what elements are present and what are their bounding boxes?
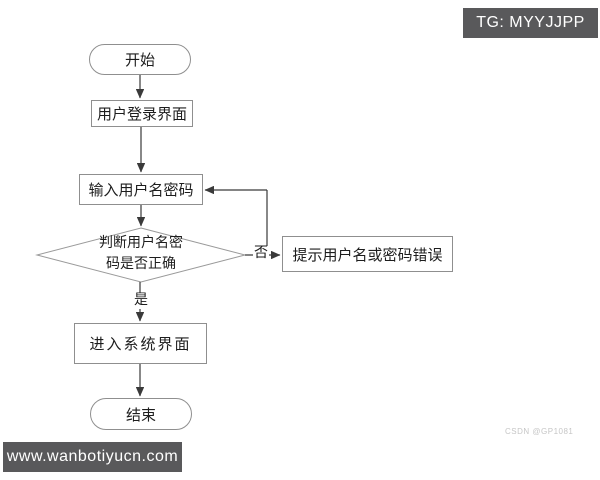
edge-label-no: 否 [253, 246, 269, 262]
end-node: 结束 [90, 398, 192, 430]
edge-label-yes: 是 [133, 293, 149, 309]
error-prompt-label: 提示用户名或密码错误 [292, 247, 443, 264]
login-screen-label: 用户登录界面 [96, 107, 187, 123]
end-node-label: 结束 [125, 407, 156, 424]
login-screen-node: 用户登录界面 [91, 100, 193, 127]
enter-system-node: 进入系统界面 [74, 323, 207, 364]
input-credentials-node: 输入用户名密码 [79, 174, 203, 205]
site-watermark-banner: www.wanbotiyucn.com [3, 442, 182, 472]
input-credentials-label: 输入用户名密码 [88, 183, 194, 199]
csdn-watermark: CSDN @GP1081 [505, 427, 574, 436]
decision-label-line2: 码是否正确 [106, 257, 176, 272]
tg-watermark-text: TG: MYYJJPP [476, 14, 585, 31]
decision-label-line1: 判断用户名密 [99, 236, 183, 251]
start-node: 开始 [89, 44, 191, 75]
tg-watermark-banner: TG: MYYJJPP [463, 8, 598, 38]
site-watermark-text: www.wanbotiyucn.com [6, 448, 179, 465]
start-node-label: 开始 [124, 53, 155, 69]
error-prompt-node: 提示用户名或密码错误 [282, 236, 453, 272]
decision-diamond-shape [35, 227, 247, 283]
decision-node-label: 判断用户名密 码是否正确 [77, 233, 205, 275]
enter-system-label: 进入系统界面 [89, 337, 192, 353]
